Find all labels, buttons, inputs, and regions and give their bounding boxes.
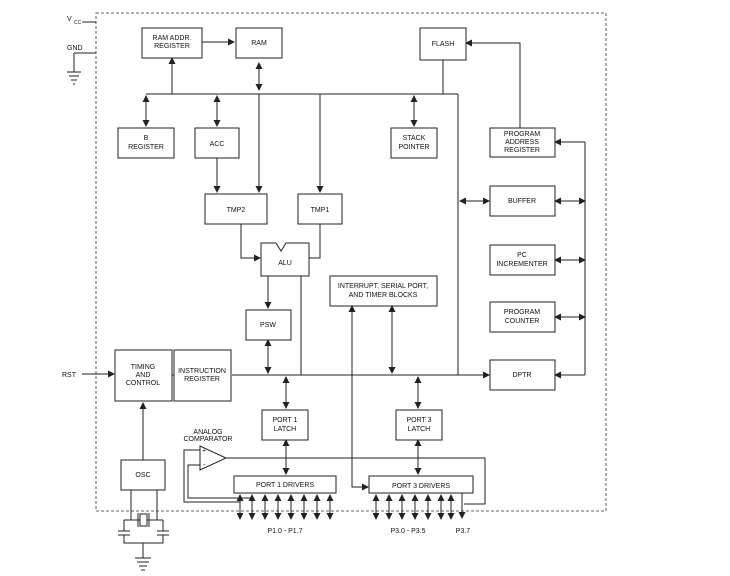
chip-outline [95, 12, 607, 512]
svg-text:PROGRAM: PROGRAM [504, 131, 540, 138]
svg-text:TIMING: TIMING [131, 364, 156, 371]
port3-pins [372, 494, 455, 520]
svg-text:-: - [203, 462, 206, 469]
svg-text:PROGRAM: PROGRAM [504, 309, 540, 316]
instruction-register-block: INSTRUCTION REGISTER [173, 349, 232, 402]
port3-pin-label: P3.0 - P3.5 [390, 528, 425, 535]
b-register-block: B REGISTER [117, 127, 175, 159]
gnd-line [73, 52, 96, 72]
svg-text:REGISTER: REGISTER [154, 43, 190, 50]
program-address-register-block: PROGRAM ADDRESS REGISTER [489, 127, 556, 158]
svg-text:PORT 1: PORT 1 [272, 417, 297, 424]
flash-block: FLASH [419, 27, 467, 61]
dptr-block: DPTR [489, 359, 556, 391]
svg-text:TMP2: TMP2 [227, 207, 246, 214]
svg-text:LATCH: LATCH [274, 426, 296, 433]
port1-drivers-block: PORT 1 DRIVERS [233, 475, 337, 494]
analog-comparator-label: ANALOG COMPARATOR [183, 429, 232, 443]
svg-text:POINTER: POINTER [398, 144, 429, 151]
svg-text:TMP1: TMP1 [311, 207, 330, 214]
ground-symbol-bottom [135, 557, 151, 571]
port1-pin-label: P1.0 - P1.7 [267, 528, 302, 535]
port1-latch-block: PORT 1 LATCH [261, 409, 309, 441]
svg-text:RAM ADDR.: RAM ADDR. [153, 35, 192, 42]
svg-text:AND: AND [136, 372, 151, 379]
oscillator-block: OSC [120, 459, 166, 491]
svg-text:REGISTER: REGISTER [184, 376, 220, 383]
svg-text:PC: PC [517, 252, 527, 259]
gnd-ground-symbol-top [67, 71, 81, 85]
svg-text:B: B [144, 135, 149, 142]
tmp2-block: TMP2 [204, 193, 268, 225]
rst-label: RST [62, 372, 77, 379]
vcc-label: V CC [67, 16, 82, 26]
stack-pointer-block: STACK POINTER [390, 127, 438, 159]
crystal-circuit [118, 490, 169, 558]
interrupt-to-port3-drivers [348, 305, 369, 491]
svg-text:BUFFER: BUFFER [508, 198, 536, 205]
ram-address-register: RAM ADDR. REGISTER [141, 27, 203, 59]
svg-text:FLASH: FLASH [432, 41, 455, 48]
svg-text:COUNTER: COUNTER [505, 318, 540, 325]
svg-text:AND TIMER BLOCKS: AND TIMER BLOCKS [349, 292, 418, 299]
gnd-label: GND [67, 45, 83, 52]
alu-block: ALU [260, 242, 310, 277]
tmp2-to-alu [240, 224, 261, 262]
pa-register-to-flash [465, 39, 521, 128]
svg-text:LATCH: LATCH [408, 426, 430, 433]
port1-pins [236, 494, 334, 520]
comparator-output-line [226, 457, 486, 505]
p37-pin-label: P3.7 [456, 528, 471, 535]
psw-block: PSW [245, 309, 292, 341]
pc-incrementer-block: PC INCREMENTER [489, 244, 556, 276]
svg-text:ALU: ALU [278, 260, 292, 267]
accumulator-block: ACC [194, 127, 240, 159]
svg-text:RAM: RAM [251, 40, 267, 47]
svg-text:REGISTER: REGISTER [504, 147, 540, 154]
timing-and-control-block: TIMING AND CONTROL [114, 349, 173, 402]
interrupt-serial-timer-block: INTERRUPT, SERIAL PORT, AND TIMER BLOCKS [329, 275, 438, 307]
svg-text:+: + [202, 448, 206, 455]
svg-text:ADDRESS: ADDRESS [505, 139, 539, 146]
buffer-block: BUFFER [489, 185, 556, 217]
svg-text:V: V [67, 16, 72, 23]
svg-text:CC: CC [74, 20, 82, 26]
svg-text:INCREMENTER: INCREMENTER [496, 261, 547, 268]
svg-text:REGISTER: REGISTER [128, 144, 164, 151]
svg-text:ACC: ACC [210, 141, 225, 148]
svg-text:PORT 1 DRIVERS: PORT 1 DRIVERS [256, 482, 314, 489]
port3-latch-block: PORT 3 LATCH [395, 409, 443, 441]
program-counter-block: PROGRAM COUNTER [489, 301, 556, 333]
svg-text:PORT 3: PORT 3 [406, 417, 431, 424]
svg-text:INSTRUCTION: INSTRUCTION [178, 368, 226, 375]
ram-block: RAM [235, 27, 283, 59]
svg-text:CONTROL: CONTROL [126, 380, 160, 387]
svg-text:PORT 3 DRIVERS: PORT 3 DRIVERS [392, 483, 450, 490]
port3-drivers-block: PORT 3 DRIVERS [368, 475, 474, 494]
tmp1-block: TMP1 [297, 193, 343, 225]
svg-text:INTERRUPT, SERIAL PORT,: INTERRUPT, SERIAL PORT, [338, 283, 428, 290]
svg-text:COMPARATOR: COMPARATOR [183, 436, 232, 443]
svg-text:OSC: OSC [135, 472, 150, 479]
svg-text:PSW: PSW [260, 322, 276, 329]
svg-text:DPTR: DPTR [512, 372, 531, 379]
analog-comparator-symbol: + - [199, 445, 228, 471]
svg-text:STACK: STACK [403, 135, 426, 142]
svg-text:ANALOG: ANALOG [193, 429, 222, 436]
